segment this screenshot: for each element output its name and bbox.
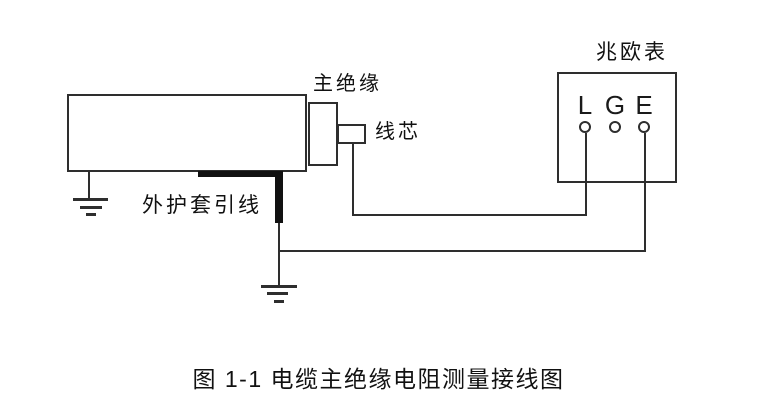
wire-core-label: 线芯 xyxy=(375,121,421,143)
center-ground-bar-long xyxy=(261,285,297,288)
wire-core-to-l-horizontal xyxy=(352,214,587,216)
wire-e-to-ground-vertical xyxy=(644,133,646,252)
center-ground-bar-medium xyxy=(267,292,288,295)
main-insulation-rect xyxy=(308,102,338,166)
main-insulation-label: 主绝缘 xyxy=(313,73,382,95)
left-ground-bar-medium xyxy=(80,206,102,209)
wire-core-rect xyxy=(337,124,366,144)
cable-body-rect xyxy=(67,94,307,172)
center-ground-stem xyxy=(278,223,280,286)
figure-caption: 图 1-1 电缆主绝缘电阻测量接线图 xyxy=(192,366,565,392)
terminal-l-circle xyxy=(579,121,591,133)
terminal-e-label: E xyxy=(635,90,653,120)
left-ground-bar-short xyxy=(86,213,96,216)
left-ground-stem xyxy=(88,170,90,199)
outer-sheath-lead-vertical xyxy=(275,171,283,223)
terminal-g-circle xyxy=(609,121,621,133)
center-ground-bar-short xyxy=(274,300,284,303)
megohmmeter-label: 兆欧表 xyxy=(596,41,668,64)
left-ground-bar-long xyxy=(73,198,108,201)
wire-core-to-l-vertical-left xyxy=(352,144,354,216)
terminal-l-label: L xyxy=(577,90,593,120)
terminal-g-label: G xyxy=(604,90,626,120)
wire-e-to-ground-horizontal xyxy=(278,250,646,252)
terminal-e-circle xyxy=(638,121,650,133)
outer-sheath-lead-horizontal xyxy=(198,171,283,177)
outer-sheath-lead-label: 外护套引线 xyxy=(142,194,262,217)
wire-core-to-l-vertical-right xyxy=(585,133,587,216)
